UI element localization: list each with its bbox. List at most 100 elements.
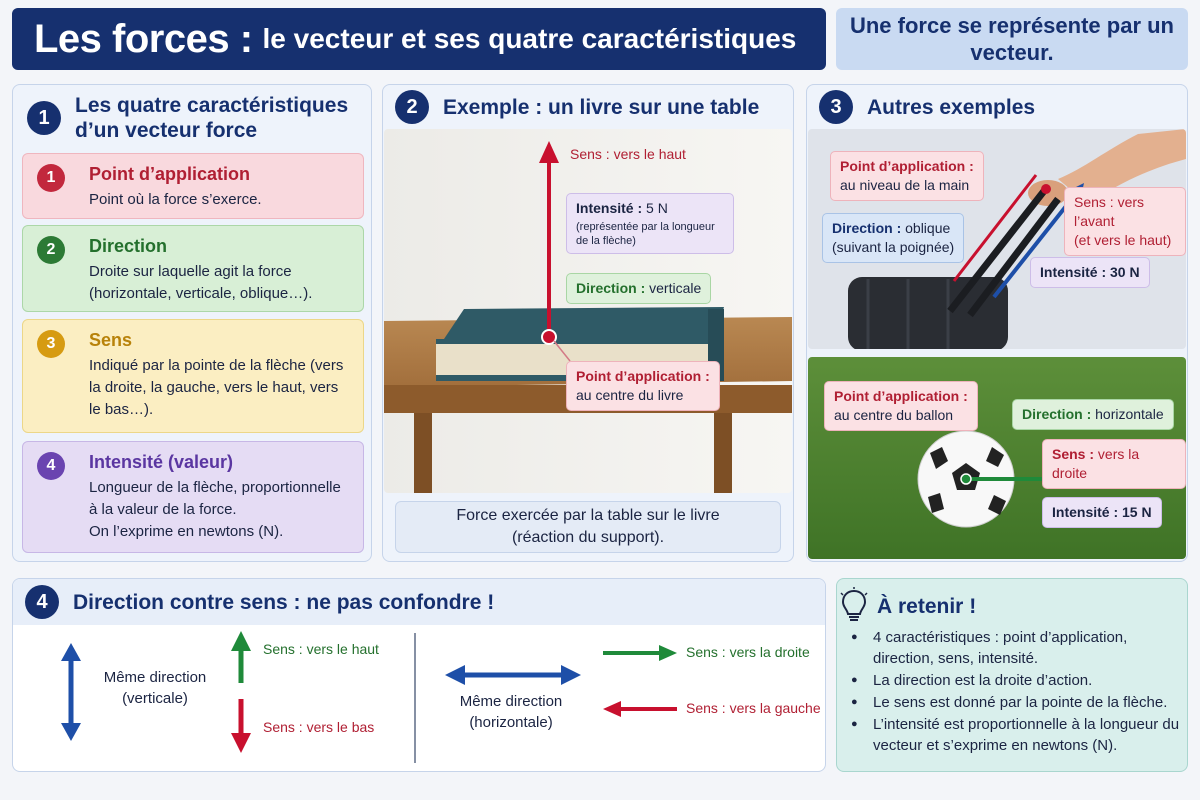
arrow-head-icon [445, 665, 465, 685]
card-description: Indiqué par la pointe de la flèche (vers… [89, 357, 344, 418]
list-item: L’intensité est proportionnelle à la lon… [847, 714, 1183, 756]
label-sens-down: Sens : vers le bas [263, 719, 375, 735]
key-takeaways-title: À retenir ! [877, 595, 977, 618]
label-value: au centre du ballon [834, 407, 954, 423]
ball-patch [988, 495, 1006, 515]
section-header: 3 Autres exemples [819, 85, 1179, 129]
section-number-badge: 1 [27, 101, 61, 135]
label-value: 15 N [1122, 504, 1152, 520]
label-key: Intensité : [576, 200, 643, 216]
label-note: (représentée par la longueur de la flèch… [576, 221, 715, 247]
card-title: Point d’application [89, 164, 250, 184]
label-key: Point d’application : [576, 368, 710, 384]
list-item: Le sens est donné par la pointe de la fl… [847, 692, 1183, 713]
ball-patch [986, 447, 1004, 467]
key-takeaways-box: À retenir ! 4 caractéristiques : point d… [836, 578, 1188, 772]
label-key: Intensité : [1040, 264, 1107, 280]
label-value: (suivant la poignée) [832, 239, 955, 255]
arrow-head-icon [61, 643, 81, 661]
arrow-head-icon [659, 645, 677, 661]
label-key: Point d’application : [840, 158, 974, 174]
text-line: (verticale) [122, 690, 188, 707]
card-number: 4 [37, 452, 65, 480]
callout-line [553, 340, 571, 362]
label-intensite: Intensité : 5 N (représentée par la long… [566, 193, 734, 254]
ball-patch [930, 447, 948, 469]
arrow-head-icon [61, 723, 81, 741]
tagline: Une force se représente par un vecteur. [836, 8, 1188, 70]
page-subtitle: le vecteur et ses quatre caractéristique… [262, 23, 797, 54]
card-number: 3 [37, 330, 65, 358]
card-title: Intensité (valeur) [89, 452, 234, 472]
application-point-icon [1041, 184, 1051, 194]
section-book-example: 2 Exemple : un livre sur une table [382, 84, 794, 562]
label-value: au centre du livre [576, 387, 684, 403]
same-direction-vertical: Même direction (verticale) [85, 667, 225, 709]
text-line: Même direction [459, 693, 563, 710]
label-text: Sens : vers le haut [570, 146, 686, 162]
suitcase-handle [967, 196, 1061, 318]
label-intensite: Intensité : 30 N [1030, 257, 1150, 288]
section-number-badge: 2 [395, 90, 429, 124]
card-description-line: à la valeur de la force. [89, 501, 237, 518]
section-title: Autres exemples [867, 95, 1036, 119]
label-key: Sens : [1052, 446, 1095, 462]
label-sens-up: Sens : vers le haut [263, 641, 379, 657]
card-title: Sens [89, 330, 133, 350]
card-description-line: Longueur de la flèche, proportionnelle [89, 479, 341, 496]
section-number-badge: 4 [25, 585, 59, 619]
card-description: Point où la force s’exerce. [89, 191, 262, 208]
ball-patch [928, 493, 944, 513]
text-line: (horizontale) [469, 714, 553, 731]
book-cover-edge [436, 339, 720, 344]
label-direction: Direction : oblique (suivant la poignée) [822, 213, 965, 263]
table-leg [414, 413, 432, 493]
label-line: Sens : vers l’avant [1074, 194, 1145, 229]
section-title: Exemple : un livre sur une table [443, 95, 760, 119]
label-point-application: Point d’application : au centre du ballo… [824, 381, 978, 431]
arrow-head-icon [231, 631, 251, 651]
label-value: oblique [905, 220, 951, 236]
same-direction-horizontal: Même direction (horizontale) [441, 691, 581, 733]
card-point-application: 1 Point d’application Point où la force … [22, 153, 364, 219]
label-sens-right: Sens : vers la droite [686, 644, 810, 660]
arrow-head-icon [603, 701, 621, 717]
section-header: 2 Exemple : un livre sur une table [395, 85, 785, 129]
suitcase-body [848, 277, 1008, 349]
suitcase-scene: Point d’application : au niveau de la ma… [808, 129, 1186, 349]
label-value: verticale [649, 280, 702, 296]
arrow-head-icon [539, 141, 559, 163]
suitcase-handle [947, 188, 1047, 314]
table-leg [714, 413, 732, 493]
section-other-examples: 3 Autres exemples Point d’application : … [806, 84, 1188, 562]
label-key: Direction : [576, 280, 646, 296]
caption-line: Force exercée par la table sur le livre [456, 507, 720, 524]
book-scene: Sens : vers le haut Intensité : 5 N (rep… [384, 129, 792, 493]
caption-line: (réaction du support). [511, 529, 665, 546]
label-point-application: Point d’application : au centre du livre [566, 361, 720, 411]
label-value: 5 N [646, 200, 668, 216]
section-characteristics: 1 Les quatre caractéristiques d’un vecte… [12, 84, 372, 562]
direction-sens-arrows [61, 631, 677, 763]
section-title: Les quatre caractéristiques d’un vecteur… [75, 94, 349, 142]
card-sens: 3 Sens Indiqué par la pointe de la flèch… [22, 319, 364, 433]
section-header: 4 Direction contre sens : ne pas confond… [25, 579, 815, 625]
label-value: 30 N [1110, 264, 1140, 280]
book-example-caption: Force exercée par la table sur le livre … [395, 501, 781, 553]
label-key: Direction : [832, 220, 902, 236]
section-header: 1 Les quatre caractéristiques d’un vecte… [27, 85, 367, 151]
lightbulb-icon [840, 587, 868, 621]
ball-scene: Point d’application : au centre du ballo… [808, 357, 1186, 559]
card-number: 2 [37, 236, 65, 264]
label-key: Intensité : [1052, 504, 1119, 520]
book-cover-top [444, 307, 724, 341]
card-description: Droite sur laquelle agit la force (horiz… [89, 263, 313, 302]
label-direction: Direction : horizontale [1012, 399, 1174, 430]
arrow-head-icon [231, 733, 251, 753]
label-key: Direction : [1022, 406, 1092, 422]
label-point-application: Point d’application : au niveau de la ma… [830, 151, 984, 201]
card-intensite: 4 Intensité (valeur) Longueur de la flèc… [22, 441, 364, 553]
section-header-strip [13, 579, 825, 625]
force-vector-red [952, 174, 1038, 282]
book-on-table-illustration [384, 129, 792, 493]
